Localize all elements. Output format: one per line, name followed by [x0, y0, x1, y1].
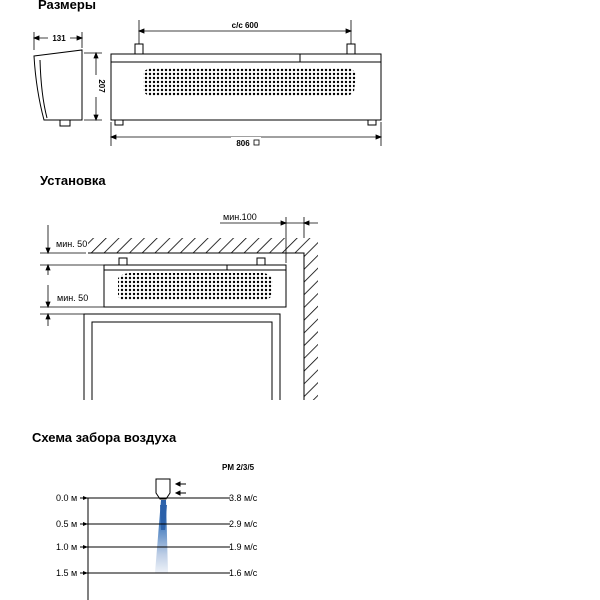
front-view: [110, 43, 382, 126]
dimensions-drawing: 131 207 c/c 600 806: [32, 20, 383, 148]
dimensions-heading: Размеры: [38, 0, 96, 12]
bottom-clearance-dimension: [40, 285, 104, 326]
side-clearance-dimension: [220, 217, 318, 263]
distance-label: 1.0 м: [56, 542, 77, 552]
length-label: 806: [236, 139, 250, 148]
installation-heading: Установка: [40, 173, 106, 188]
speed-label: 1.6 м/с: [229, 568, 258, 578]
distance-label: 0.5 м: [56, 519, 77, 529]
distance-label: 1.5 м: [56, 568, 77, 578]
grille: [143, 67, 356, 97]
installed-unit: [103, 257, 287, 308]
curtain-unit-symbol: [155, 478, 186, 500]
bottom-clearance-label: мин. 50: [57, 293, 88, 303]
side-clearance-label: мин.100: [223, 212, 257, 222]
airflow-heading: Схема забора воздуха: [32, 430, 177, 445]
speed-label: 3.8 м/с: [229, 493, 258, 503]
row-3: 1.5 м 1.6 м/с: [56, 568, 258, 578]
square-mark-icon: [253, 139, 260, 146]
length-dimension: [109, 122, 383, 146]
ceiling-wall: [88, 238, 318, 400]
side-view: [33, 49, 83, 127]
airflow-diagram: PM 2/3/5 0.0 м 3.8 м/с 0.5 м 2.9 м/с 1.0…: [56, 463, 258, 600]
height-label: 207: [97, 79, 106, 93]
distance-label: 0.0 м: [56, 493, 77, 503]
top-clearance-label: мин. 50: [56, 239, 87, 249]
speed-label: 1.9 м/с: [229, 542, 258, 552]
door-frame: [83, 313, 281, 400]
mount-spacing-label: c/c 600: [232, 21, 259, 30]
row-2: 1.0 м 1.9 м/с: [56, 542, 258, 552]
row-1: 0.5 м 2.9 м/с: [56, 519, 258, 529]
mount-spacing-dimension: [137, 20, 353, 44]
top-clearance-dimension: [40, 225, 104, 275]
unit-grille: [118, 272, 273, 301]
speed-label: 2.9 м/с: [229, 519, 258, 529]
depth-label: 131: [52, 34, 66, 43]
row-0: 0.0 м 3.8 м/с: [56, 493, 258, 503]
model-label: PM 2/3/5: [222, 463, 255, 472]
installation-drawing: мин. 50 мин. 50 мин.100: [40, 212, 318, 400]
